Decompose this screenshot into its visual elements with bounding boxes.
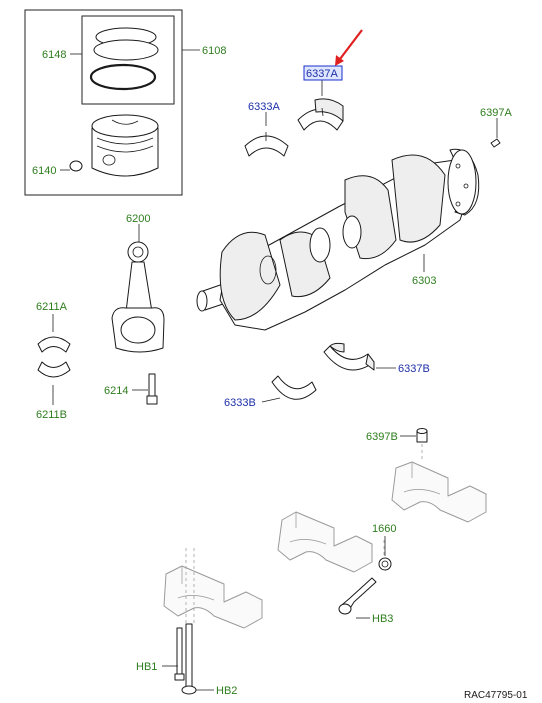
callout-6148: 6148 <box>42 49 66 61</box>
callout-6214: 6214 <box>104 385 128 397</box>
callout-1660: 1660 <box>372 523 396 535</box>
callout-6211A: 6211A <box>36 301 68 313</box>
main-bearing-cap-rear[interactable] <box>391 461 487 523</box>
callout-6337B: 6337B <box>398 363 430 375</box>
bolt-HB3[interactable] <box>338 577 377 615</box>
piston-crown <box>91 114 159 138</box>
callout-6200: 6200 <box>126 213 150 225</box>
bolt-HB1[interactable] <box>174 627 185 681</box>
conrod-bearing-upper-6211A[interactable] <box>37 336 71 353</box>
conrod-small-end <box>127 241 149 263</box>
piston-ring-grooves <box>96 137 154 153</box>
lower-thrust-bearing-6337B[interactable] <box>323 342 375 371</box>
crankpin-1 <box>259 255 277 285</box>
conrod-beam <box>125 261 153 313</box>
piston-assembly-frame <box>24 9 183 196</box>
counterweight-4 <box>391 154 446 243</box>
callout-HB3: HB3 <box>372 613 393 625</box>
callout-6140: 6140 <box>32 165 56 177</box>
piston-ring-middle <box>93 39 159 61</box>
figure-code: RAC47795-01 <box>464 690 528 701</box>
alignment-lines <box>185 444 423 624</box>
flange-bolt-hole-1 <box>455 163 461 169</box>
piston-pin-boss <box>102 154 116 166</box>
conrod-bearing-lower-6211B[interactable] <box>37 361 71 378</box>
callout-6397A: 6397A <box>480 107 512 119</box>
piston-ring-oil <box>89 63 157 91</box>
callout-6397B: 6397B <box>366 431 398 443</box>
main-journal-2 <box>342 215 362 249</box>
upper-bearing-shell-6333A[interactable] <box>244 132 289 157</box>
upper-thrust-bearing-6337A[interactable] <box>297 98 344 131</box>
crankshaft-flange-face <box>447 149 477 215</box>
seal-1660[interactable] <box>378 557 392 571</box>
piston-rings[interactable] <box>89 27 159 91</box>
callout-6337A: 6337A <box>306 68 338 80</box>
conrod-big-end-bore <box>120 316 156 344</box>
main-bearing-cap-middle[interactable] <box>277 511 373 573</box>
piston[interactable] <box>91 114 159 177</box>
crankshaft[interactable] <box>196 148 480 331</box>
callout-6303: 6303 <box>412 275 436 287</box>
piston-rings-frame <box>81 15 175 105</box>
bolt-HB2[interactable] <box>181 623 197 695</box>
leader-lines <box>52 49 498 691</box>
flange-bolt-hole-2 <box>463 183 469 189</box>
callout-6337A-box <box>303 65 343 81</box>
callout-HB1: HB1 <box>136 661 157 673</box>
piston-assembly-group <box>24 9 183 196</box>
crankshaft-nose-end <box>196 290 208 312</box>
conrod-small-end-bore <box>132 246 144 258</box>
callout-6211B: 6211B <box>36 409 67 421</box>
main-journal-1 <box>309 227 331 263</box>
connecting-rod[interactable] <box>111 241 165 353</box>
dowel-pin-6397A[interactable] <box>490 138 501 148</box>
callout-6333B: 6333B <box>224 397 256 409</box>
counterweight-1 <box>219 231 281 321</box>
callout-HB2: HB2 <box>216 685 237 697</box>
highlight-arrow <box>335 29 363 66</box>
piston-pin-circlip[interactable] <box>69 160 83 172</box>
lower-bearing-shell-6333B[interactable] <box>271 375 317 400</box>
piston-crown-valve-relief <box>111 119 139 125</box>
callouts: 6148 6108 6140 6337A 6333A 6397A 6200 63… <box>32 45 528 701</box>
conrod-bolt-6214[interactable] <box>146 373 158 405</box>
main-bearing-cap-front[interactable] <box>163 565 263 629</box>
dowel-6397B[interactable] <box>416 428 428 443</box>
flange-bolt-hole-3 <box>455 201 461 207</box>
callout-6108: 6108 <box>202 45 226 57</box>
callout-6333A: 6333A <box>248 101 280 113</box>
